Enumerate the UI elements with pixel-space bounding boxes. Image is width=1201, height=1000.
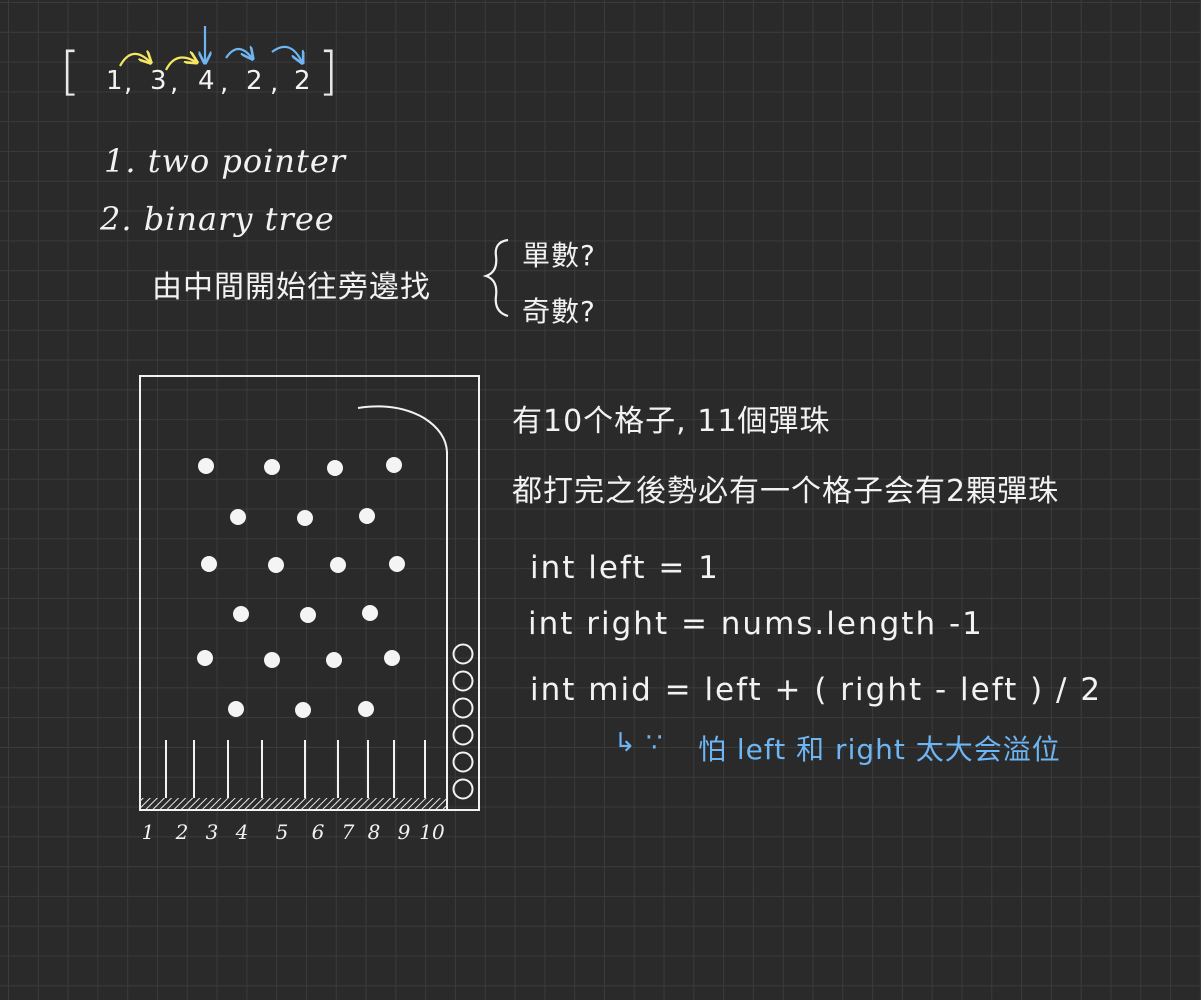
waiting-ball xyxy=(452,751,474,773)
peg xyxy=(359,508,375,524)
slot-dividers xyxy=(165,740,426,798)
blue-jump-arrow xyxy=(225,49,252,58)
peg xyxy=(330,557,346,573)
array-separator: , xyxy=(220,68,229,98)
peg xyxy=(326,652,342,668)
peg xyxy=(362,605,378,621)
waiting-ball xyxy=(452,697,474,719)
slot-label: 10 xyxy=(419,820,445,844)
slot-label: 3 xyxy=(205,820,219,844)
peg xyxy=(297,510,313,526)
waiting-ball xyxy=(452,778,474,800)
array-value: 1 xyxy=(106,66,123,96)
peg xyxy=(268,557,284,573)
waiting-ball xyxy=(452,643,474,665)
code-left-init: int left = 1 xyxy=(530,550,720,586)
peg xyxy=(386,457,402,473)
peg xyxy=(389,556,405,572)
waiting-ball-queue xyxy=(452,643,474,800)
method-binary-tree: 2. binary tree xyxy=(100,200,335,238)
slot-label: 8 xyxy=(367,820,381,844)
peg xyxy=(358,701,374,717)
slot-label: 9 xyxy=(397,820,411,844)
yellow-jump-arrow xyxy=(165,58,196,71)
pinball-frame xyxy=(139,375,480,811)
slot-label: 5 xyxy=(275,820,289,844)
peg xyxy=(201,556,217,572)
array-separator: , xyxy=(170,68,179,98)
peg-field xyxy=(197,457,405,718)
note-slots-balls: 有10个格子, 11個彈珠 xyxy=(512,404,831,439)
waiting-ball xyxy=(452,670,474,692)
launcher-curve xyxy=(357,405,448,453)
brace-option-single: 單數? xyxy=(522,239,596,272)
peg xyxy=(233,606,249,622)
array-value: 2 xyxy=(246,66,263,96)
method-two-pointer: 1. two pointer xyxy=(104,142,347,180)
yellow-jump-arrow xyxy=(119,54,150,67)
array-value: 4 xyxy=(198,66,215,96)
array-close-bracket: ] xyxy=(318,42,339,102)
array-value: 3 xyxy=(150,66,167,96)
peg xyxy=(327,460,343,476)
code-overflow-comment: 怕 left 和 right 太大会溢位 xyxy=(698,733,1061,766)
method-binary-detail: 由中間開始往旁邊找 xyxy=(152,270,431,305)
note-pigeonhole: 都打完之後勢必有一个格子会有2顆彈珠 xyxy=(512,474,1060,509)
waiting-ball xyxy=(452,724,474,746)
slot-floor xyxy=(140,798,447,809)
peg xyxy=(264,652,280,668)
array-separator: , xyxy=(270,68,279,98)
options-brace xyxy=(482,238,509,318)
code-comment-prefix: ↳ ∵ xyxy=(614,728,664,758)
code-mid-formula: int mid = left + ( right - left ) / 2 xyxy=(530,672,1103,708)
peg xyxy=(228,701,244,717)
slot-label: 4 xyxy=(235,820,249,844)
slot-label: 7 xyxy=(341,820,355,844)
peg xyxy=(198,458,214,474)
peg xyxy=(295,702,311,718)
peg xyxy=(230,509,246,525)
slot-label: 1 xyxy=(141,820,155,844)
peg xyxy=(197,650,213,666)
peg xyxy=(264,459,280,475)
peg xyxy=(300,607,316,623)
brace-option-odd: 奇數? xyxy=(522,295,596,328)
blue-jump-arrow xyxy=(271,45,302,62)
peg xyxy=(384,650,400,666)
slot-label: 6 xyxy=(311,820,325,844)
array-open-bracket: [ xyxy=(60,42,81,102)
array-separator: , xyxy=(124,68,133,98)
array-value: 2 xyxy=(294,66,311,96)
code-right-init: int right = nums.length -1 xyxy=(528,606,984,642)
slot-label: 2 xyxy=(175,820,189,844)
